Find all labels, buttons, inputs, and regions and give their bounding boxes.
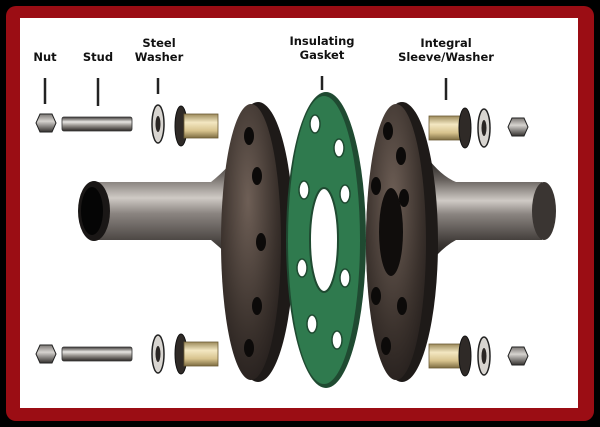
left-flange-bolt-holes [244, 127, 266, 357]
stud-top [61, 116, 133, 132]
right-flange-bore [379, 188, 403, 276]
nut-bottom-left [35, 344, 57, 364]
label-nut: Nut [33, 50, 57, 64]
label-integral-sleeve-washer: Integral Sleeve/Washer [398, 36, 494, 64]
left-pipe-bore [81, 187, 103, 235]
stud-bottom [61, 346, 133, 362]
insulating-gasket [286, 92, 366, 388]
left-pipe [94, 146, 244, 276]
left-flange-assembly [78, 102, 294, 382]
right-pipe [426, 156, 542, 268]
insulating-sleeve-bottom-left [183, 341, 219, 367]
gasket-bolt-holes [296, 114, 351, 350]
sleeve-flange-top-right [458, 107, 472, 149]
flange-isolation-kit-diagram [6, 6, 594, 421]
insulating-sleeve-top-left [183, 113, 219, 139]
right-pipe-end [532, 182, 556, 240]
diagram-frame: Nut Stud Steel Washer Insulating Gasket … [6, 6, 594, 421]
gasket-center-hole [309, 187, 339, 293]
label-stud: Stud [82, 50, 114, 64]
insulating-sleeve-bottom-right [428, 343, 464, 369]
leader-lines [43, 76, 448, 106]
hardware-row-top [35, 104, 529, 149]
nut-top-right [507, 117, 529, 137]
nut-bottom-right [507, 346, 529, 366]
nut-top-left [35, 113, 57, 133]
left-flange-face [221, 104, 281, 380]
label-steel-washer: Steel Washer [134, 36, 184, 64]
hardware-row-bottom [35, 333, 529, 377]
right-flange-bolt-holes [371, 122, 409, 355]
insulating-sleeve-top-right [428, 115, 464, 141]
sleeve-flange-bottom-right [458, 335, 472, 377]
right-flange-assembly [366, 102, 556, 382]
label-insulating-gasket: Insulating Gasket [289, 34, 355, 62]
